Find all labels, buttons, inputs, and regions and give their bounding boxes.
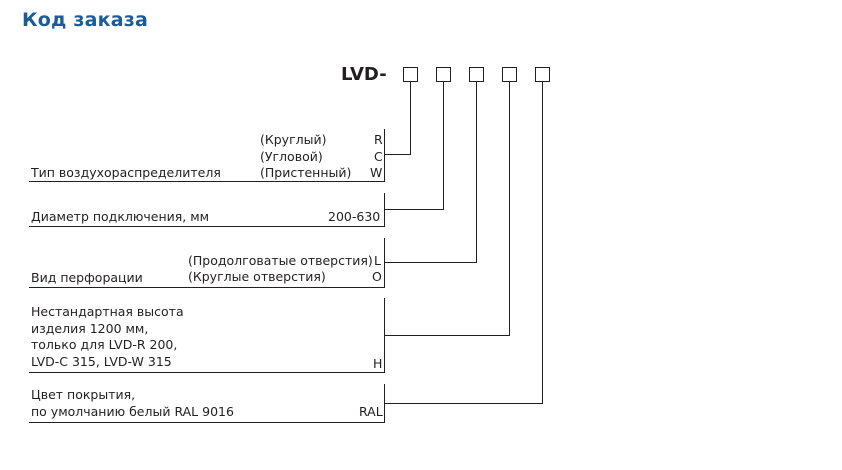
type-code-wall: W xyxy=(370,165,383,180)
code-box-3 xyxy=(469,67,484,82)
type-code-corner: C xyxy=(374,149,383,164)
code-box-2 xyxy=(436,67,451,82)
type-option-corner: (Угловой) xyxy=(260,149,323,164)
code-box-1 xyxy=(403,67,418,82)
type-option-round: (Круглый) xyxy=(260,132,327,147)
perforation-label: Вид перфорации xyxy=(31,270,143,285)
height-line-3: только для LVD-R 200, xyxy=(31,337,178,352)
type-label: Тип воздухораспределителя xyxy=(31,165,221,180)
color-line-1: Цвет покрытия, xyxy=(31,387,136,402)
page-title: Код заказа xyxy=(22,9,148,31)
code-box-5 xyxy=(535,67,550,82)
height-line-4: LVD-C 315, LVD-W 315 xyxy=(31,354,172,369)
code-box-4 xyxy=(502,67,517,82)
diameter-label: Диаметр подключения, мм xyxy=(31,209,210,224)
height-line-1: Нестандартная высота xyxy=(31,304,184,319)
perforation-code-round: O xyxy=(372,269,382,284)
perforation-option-round: (Круглые отверстия) xyxy=(188,269,326,284)
type-option-wall: (Пристенный) xyxy=(260,165,352,180)
height-line-2: изделия 1200 мм, xyxy=(31,321,149,336)
connector-type xyxy=(385,82,411,155)
order-code-prefix: LVD- xyxy=(341,64,387,85)
height-code: H xyxy=(373,356,383,371)
connector-color xyxy=(385,82,543,404)
connector-diameter xyxy=(385,82,444,210)
type-code-round: R xyxy=(374,132,383,147)
perforation-option-slotted: (Продолговатые отверстия) xyxy=(188,253,373,268)
connector-height xyxy=(385,82,510,336)
diameter-value: 200-630 xyxy=(328,209,381,224)
perforation-code-slotted: L xyxy=(374,253,381,268)
color-code: RAL xyxy=(359,404,383,419)
color-line-2: по умолчанию белый RAL 9016 xyxy=(31,404,234,419)
connector-perforation xyxy=(385,82,477,263)
